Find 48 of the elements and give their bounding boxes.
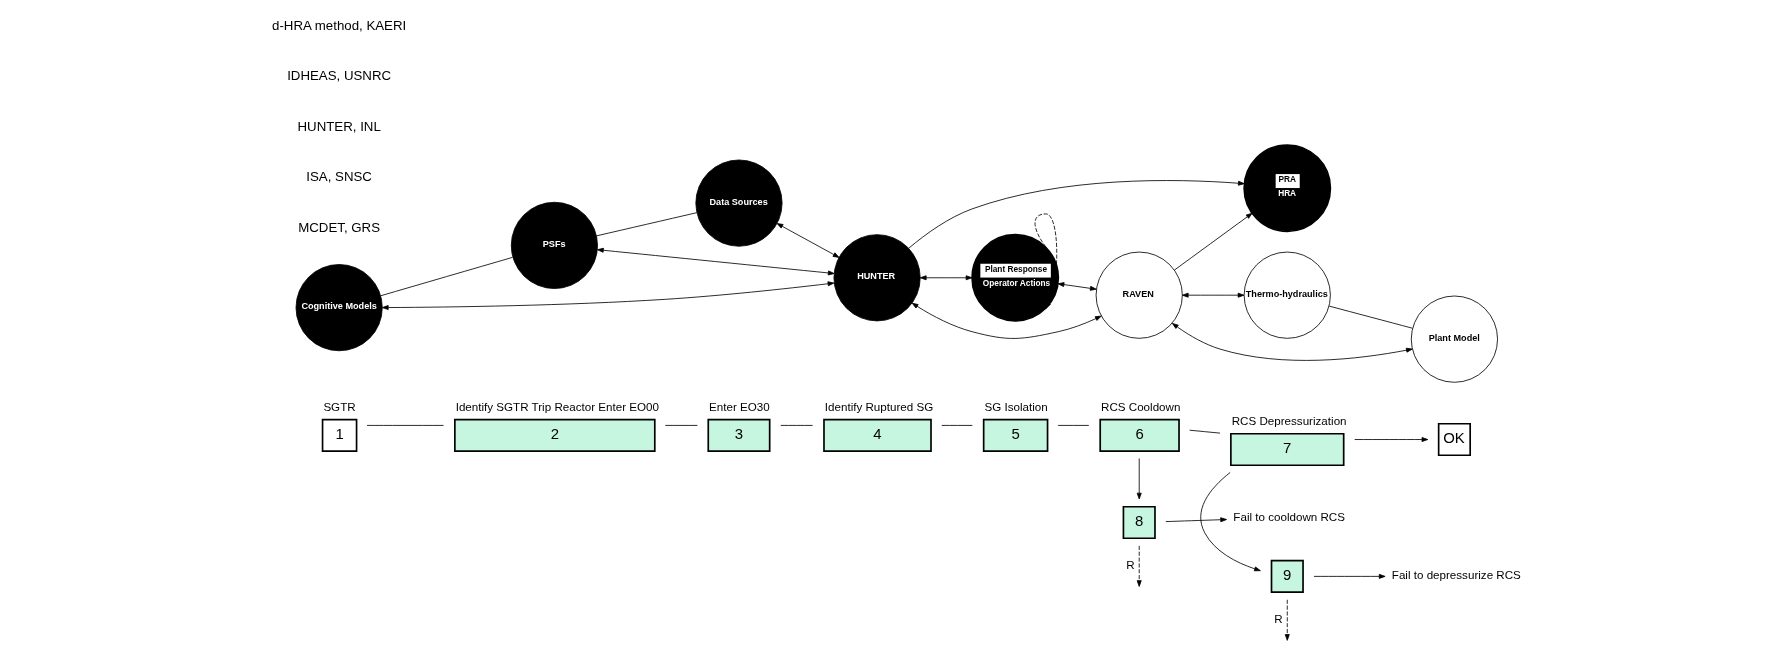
arrow	[381, 281, 834, 310]
arrow	[1313, 573, 1385, 579]
edge-label: R	[1125, 558, 1135, 572]
node-text: Fail to depressurize RCS	[1391, 568, 1521, 582]
arrow	[1136, 545, 1142, 587]
node-label: Identify Ruptured SG	[824, 399, 933, 413]
connector	[366, 425, 444, 426]
node-circle: Thermo-hydraulics	[1243, 251, 1331, 339]
node-label: SGTR	[322, 399, 356, 413]
arrow	[1199, 472, 1261, 572]
node-circle: PSFs	[510, 201, 598, 289]
node-label: RCS Depressurization	[1231, 413, 1347, 427]
node-circle: Plant Model	[1410, 295, 1498, 383]
arrow	[1171, 323, 1413, 361]
label: MCDET, GRS	[297, 219, 380, 235]
arrow	[1353, 437, 1428, 442]
connector	[1057, 425, 1089, 426]
edge-label: R	[1273, 612, 1283, 626]
node-circle: Cognitive Models	[295, 264, 383, 352]
label: IDHEAS, USNRC	[286, 68, 391, 84]
connector	[779, 425, 813, 426]
connector	[1328, 305, 1413, 329]
node-circle: Plant Response Operator Actions	[970, 233, 1059, 322]
arrow	[596, 247, 835, 276]
label: d-HRA method, KAERI	[271, 17, 406, 33]
arrow	[1034, 213, 1057, 309]
arrow	[1057, 282, 1097, 291]
arrow	[919, 275, 972, 281]
connector	[595, 212, 697, 237]
arrow	[911, 302, 1102, 339]
node-text: Fail to cooldown RCS	[1232, 509, 1345, 523]
node-label: Identify SGTR Trip Reactor Enter EO00	[455, 399, 659, 413]
label: HUNTER, INL	[297, 118, 381, 134]
arrow	[1181, 292, 1244, 298]
node-label: RCS Cooldown	[1100, 399, 1180, 413]
arrow	[907, 180, 1245, 249]
arrow	[776, 223, 839, 258]
node-label: Enter EO30	[708, 399, 770, 413]
node-label: SG Isolation	[984, 399, 1048, 413]
arrow	[1284, 599, 1290, 641]
arrow	[1164, 517, 1227, 523]
connector	[664, 425, 698, 426]
connector	[940, 425, 973, 426]
label: ISA, SNSC	[305, 169, 372, 185]
arrow	[1136, 458, 1142, 500]
arrow	[1173, 212, 1252, 271]
connector	[379, 256, 513, 297]
connector	[1188, 429, 1220, 434]
